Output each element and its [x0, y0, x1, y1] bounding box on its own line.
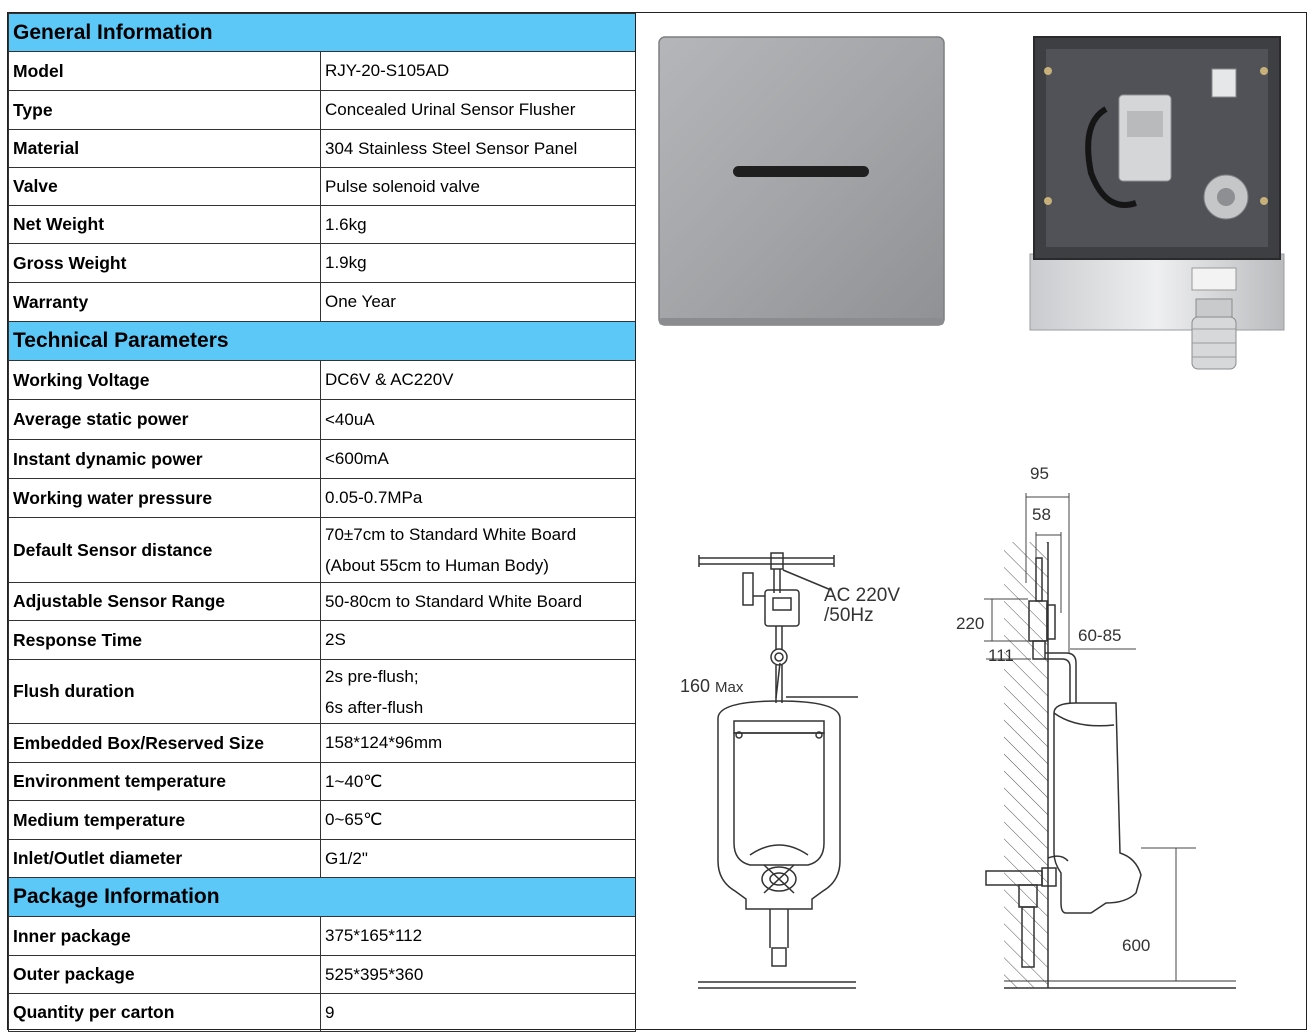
table-row: Outer package 525*395*360: [8, 955, 636, 994]
row-label: Working Voltage: [8, 360, 321, 400]
section-header-technical: Technical Parameters: [8, 321, 636, 361]
power-label-line1: AC 220V: [824, 585, 900, 606]
dim-95: 95: [1030, 464, 1049, 483]
spec-sheet: General Information Model RJY-20-S105AD …: [7, 12, 1307, 1032]
table-row: Gross Weight 1.9kg: [8, 243, 636, 283]
power-label-line2: /50Hz: [824, 605, 874, 626]
sensor-window: [733, 166, 869, 177]
table-row: Type Concealed Urinal Sensor Flusher: [8, 90, 636, 130]
table-row: Quantity per carton 9: [8, 993, 636, 1032]
table-row: Warranty One Year: [8, 282, 636, 322]
row-label: Warranty: [8, 282, 321, 322]
row-value: <40uA: [320, 399, 636, 440]
row-label: Environment temperature: [8, 762, 321, 801]
table-row: Embedded Box/Reserved Size 158*124*96mm: [8, 723, 636, 763]
row-label: Inner package: [8, 916, 321, 956]
table-row: Environment temperature 1~40℃: [8, 762, 636, 801]
table-row: Flush duration 2s pre-flush; 6s after-fl…: [8, 659, 636, 724]
max-height-unit: Max: [715, 679, 744, 696]
row-value: DC6V & AC220V: [320, 360, 636, 400]
front-installation-drawing: [698, 552, 858, 989]
product-illustrations: AC 220V /50Hz 160 Max: [658, 36, 1285, 989]
table-row: Medium temperature 0~65℃: [8, 800, 636, 840]
section-title: Package Information: [8, 877, 636, 917]
row-value: Concealed Urinal Sensor Flusher: [320, 90, 636, 130]
table-row: Net Weight 1.6kg: [8, 205, 636, 244]
row-label: Working water pressure: [8, 478, 321, 518]
table-row: Inlet/Outlet diameter G1/2": [8, 839, 636, 878]
section-title: Technical Parameters: [8, 321, 636, 361]
row-value: 375*165*112: [320, 916, 636, 956]
table-row: Instant dynamic power <600mA: [8, 439, 636, 479]
row-label: Flush duration: [8, 659, 321, 724]
row-value: 2S: [320, 620, 636, 660]
row-label: Adjustable Sensor Range: [8, 582, 321, 621]
row-value-line2: 6s after-flush: [325, 697, 424, 717]
sensor-panel-photo: [658, 36, 945, 326]
table-row: Inner package 375*165*112: [8, 916, 636, 956]
row-value: <600mA: [320, 439, 636, 479]
dim-600: 600: [1122, 936, 1150, 955]
dim-220: 220: [956, 614, 984, 633]
row-label: Average static power: [8, 399, 321, 440]
row-label: Embedded Box/Reserved Size: [8, 723, 321, 763]
dim-58: 58: [1032, 505, 1051, 524]
table-row: Working water pressure 0.05-0.7MPa: [8, 478, 636, 518]
row-label: Outer package: [8, 955, 321, 994]
row-label: Valve: [8, 167, 321, 206]
row-label: Default Sensor distance: [8, 517, 321, 583]
row-value: 70±7cm to Standard White Board (About 55…: [320, 517, 636, 583]
row-value: One Year: [320, 282, 636, 322]
side-installation-drawing: [984, 493, 1236, 989]
row-value: 0.05-0.7MPa: [320, 478, 636, 518]
table-row: Valve Pulse solenoid valve: [8, 167, 636, 206]
dim-111: 111: [988, 646, 1014, 665]
table-row: Default Sensor distance 70±7cm to Standa…: [8, 517, 636, 583]
row-value: 1.9kg: [320, 243, 636, 283]
row-value-line2: (About 55cm to Human Body): [325, 556, 549, 575]
table-row: Material 304 Stainless Steel Sensor Pane…: [8, 129, 636, 168]
section-header-package: Package Information: [8, 877, 636, 917]
row-label: Inlet/Outlet diameter: [8, 839, 321, 878]
section-header-general: General Information: [8, 13, 636, 52]
table-row: Adjustable Sensor Range 50-80cm to Stand…: [8, 582, 636, 621]
section-title: General Information: [8, 13, 636, 52]
row-label: Material: [8, 129, 321, 168]
row-value: 50-80cm to Standard White Board: [320, 582, 636, 621]
row-label: Type: [8, 90, 321, 130]
row-label: Medium temperature: [8, 800, 321, 840]
max-height-label: 160: [680, 676, 710, 696]
row-value-line1: 2s pre-flush;: [325, 666, 419, 686]
dim-60-85: 60-85: [1078, 626, 1121, 645]
row-value: RJY-20-S105AD: [320, 51, 636, 91]
product-illustration-panel: AC 220V /50Hz 160 Max: [635, 13, 1306, 1028]
row-value: 2s pre-flush; 6s after-flush: [320, 659, 636, 724]
row-value-line1: 70±7cm to Standard White Board: [325, 525, 577, 544]
spec-table: General Information Model RJY-20-S105AD …: [8, 13, 636, 1032]
table-row: Response Time 2S: [8, 620, 636, 660]
embedded-box-photo: [1029, 36, 1285, 370]
row-value: 1~40℃: [320, 762, 636, 801]
row-label: Net Weight: [8, 205, 321, 244]
row-value: Pulse solenoid valve: [320, 167, 636, 206]
row-label: Response Time: [8, 620, 321, 660]
table-row: Working Voltage DC6V & AC220V: [8, 360, 636, 400]
row-value: G1/2": [320, 839, 636, 878]
row-label: Model: [8, 51, 321, 91]
row-label: Gross Weight: [8, 243, 321, 283]
row-value: 158*124*96mm: [320, 723, 636, 763]
table-row: Average static power <40uA: [8, 399, 636, 440]
table-row: Model RJY-20-S105AD: [8, 51, 636, 91]
row-value: 9: [320, 993, 636, 1032]
row-value: 525*395*360: [320, 955, 636, 994]
row-value: 304 Stainless Steel Sensor Panel: [320, 129, 636, 168]
row-value: 0~65℃: [320, 800, 636, 840]
row-value: 1.6kg: [320, 205, 636, 244]
row-label: Quantity per carton: [8, 993, 321, 1032]
row-label: Instant dynamic power: [8, 439, 321, 479]
